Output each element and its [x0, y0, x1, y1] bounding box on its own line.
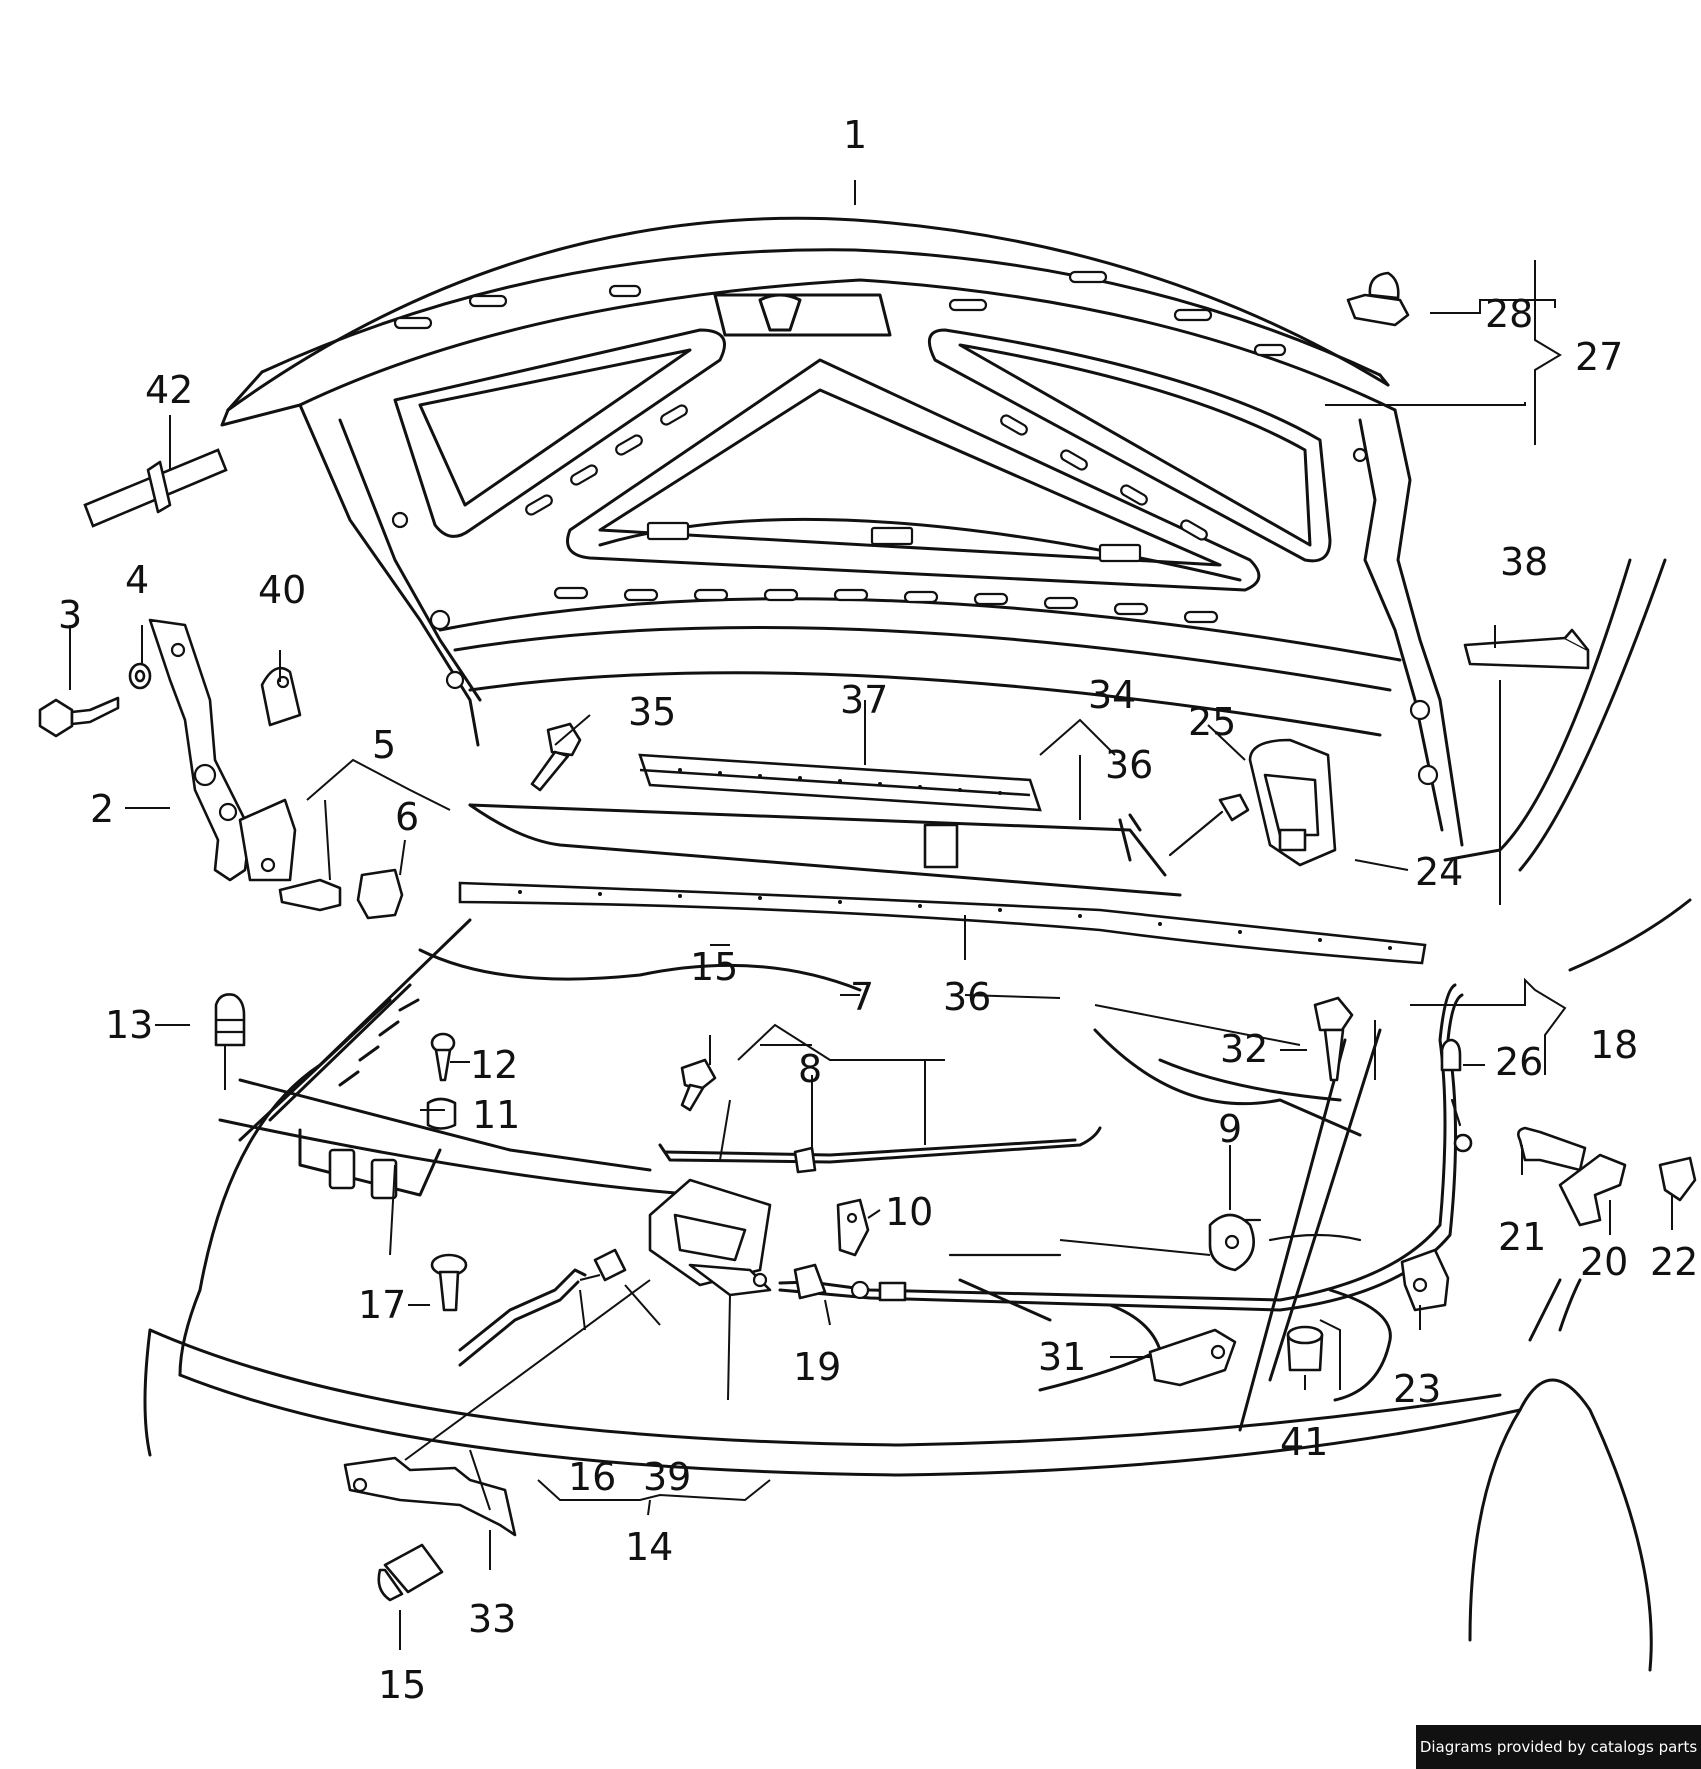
callout-36-upper: 36: [1105, 743, 1153, 787]
grommet-9: [1208, 1213, 1255, 1272]
callout-14: 14: [625, 1525, 673, 1569]
callout-3: 3: [58, 593, 82, 637]
hood-hinge-2: [148, 618, 297, 882]
bolt-15-upper: [680, 1058, 717, 1112]
hood-seal-36-upper: [468, 803, 1182, 897]
callout-22: 22: [1650, 1240, 1698, 1284]
callout-8: 8: [798, 1047, 822, 1091]
lock-14: [648, 1178, 772, 1297]
plug-41: [1286, 1325, 1324, 1372]
seal-strip-36-lower: [458, 881, 1427, 965]
callout-20: 20: [1580, 1240, 1628, 1284]
lock-carrier-33: [343, 1456, 517, 1537]
callout-1: 1: [843, 113, 867, 157]
callout-19: 19: [793, 1345, 841, 1389]
callout-36-lower: 36: [943, 975, 991, 1019]
callout-26: 26: [1495, 1040, 1543, 1084]
callout-39: 39: [643, 1455, 691, 1499]
callout-38: 38: [1500, 540, 1548, 584]
callout-15-upper: 15: [690, 945, 738, 989]
spring-21: [1517, 1126, 1587, 1172]
callout-labels: 1 2 3 4 5 6 7 8 9 10 11 12 13 14 15 15 1…: [58, 113, 1698, 1707]
callout-15-lower: 15: [378, 1663, 426, 1707]
clip-28: [1346, 271, 1410, 327]
callout-18: 18: [1590, 1023, 1638, 1067]
bolt-15-lower: [377, 1543, 444, 1602]
callout-2: 2: [90, 787, 114, 831]
hood-slots: [393, 270, 1287, 624]
callout-27: 27: [1575, 335, 1623, 379]
callout-13: 13: [105, 1003, 153, 1047]
bowden-cable-19: [778, 983, 1464, 1312]
callout-9: 9: [1218, 1107, 1242, 1151]
diagram-credit-footer: Diagrams provided by catalogs parts: [1416, 1725, 1701, 1769]
callout-25: 25: [1188, 700, 1236, 744]
rivet-22: [1658, 1156, 1697, 1202]
stud-5: [278, 878, 342, 912]
guide-23: [1400, 1248, 1450, 1312]
buffer-26: [1440, 1038, 1473, 1153]
release-cable-7: [658, 1126, 1102, 1174]
bracket-24: [1248, 738, 1337, 867]
callout-40: 40: [258, 568, 306, 612]
callout-31: 31: [1038, 1335, 1086, 1379]
screw-17: [430, 1253, 468, 1312]
rivet-25: [1168, 793, 1250, 857]
bracket-31: [1148, 1328, 1237, 1387]
callout-42: 42: [145, 368, 193, 412]
callout-5: 5: [372, 723, 396, 767]
callout-24: 24: [1415, 850, 1463, 894]
bolt-32: [1313, 996, 1354, 1082]
safety-catch-20: [1558, 1153, 1627, 1227]
callout-12: 12: [470, 1043, 518, 1087]
callout-33: 33: [468, 1597, 516, 1641]
seal-strip-37: [638, 753, 1042, 812]
callout-7: 7: [850, 975, 874, 1019]
callout-4: 4: [125, 558, 149, 602]
insulation-strip-42: [83, 448, 228, 528]
screw-12: [430, 1032, 456, 1082]
callout-6: 6: [395, 795, 419, 839]
release-rod-16: [458, 1268, 587, 1367]
callout-10: 10: [885, 1190, 933, 1234]
buffer-13: [214, 993, 246, 1047]
callout-37: 37: [840, 678, 888, 722]
callout-35: 35: [628, 690, 676, 734]
cable-clip-10: [836, 1198, 870, 1257]
callout-21: 21: [1498, 1215, 1546, 1259]
callout-11: 11: [472, 1093, 520, 1137]
trim-38: [1463, 628, 1590, 670]
bolt-3: [38, 696, 120, 738]
callout-17: 17: [358, 1283, 406, 1327]
nut-6: [356, 868, 404, 920]
leader-lines: [69, 180, 1673, 1650]
cable-end-39: [593, 1248, 627, 1282]
callout-32: 32: [1220, 1027, 1268, 1071]
callout-34: 34: [1088, 673, 1136, 717]
callout-28: 28: [1485, 292, 1533, 336]
spacer-11: [426, 1097, 457, 1130]
callout-41: 41: [1280, 1420, 1328, 1464]
callout-23: 23: [1393, 1367, 1441, 1411]
hood-holes: [391, 447, 1439, 786]
hood-panel: [220, 216, 1464, 847]
bolt-35: [530, 722, 582, 792]
callout-16: 16: [568, 1455, 616, 1499]
washer-4: [128, 662, 152, 690]
